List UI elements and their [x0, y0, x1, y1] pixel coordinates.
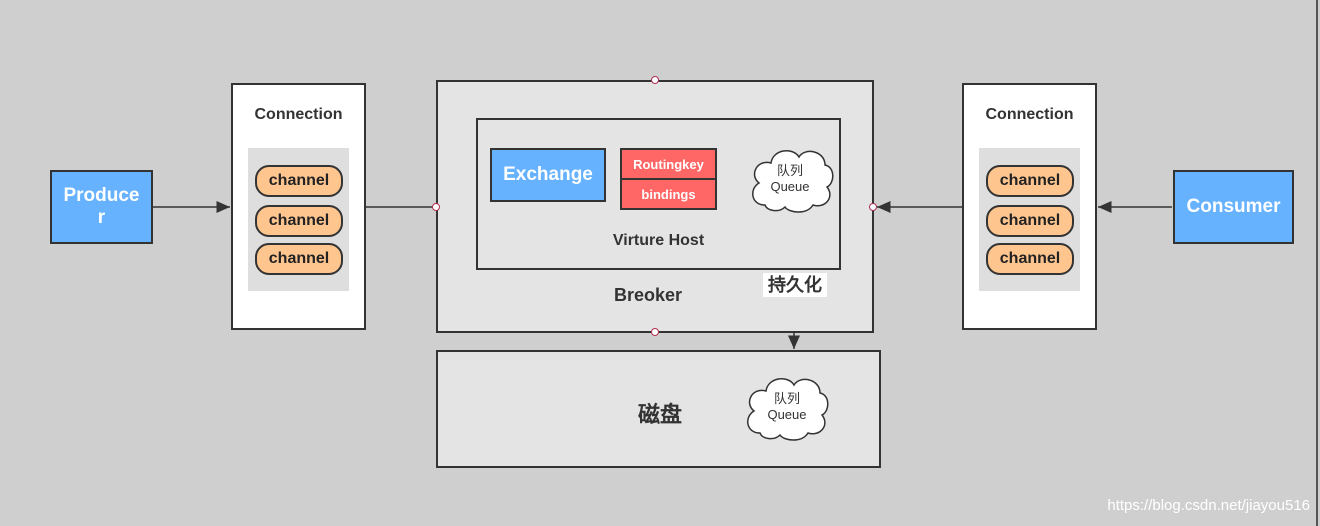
left-channel-3[interactable]: channel	[255, 243, 343, 275]
right-connection-title: Connection	[985, 106, 1074, 123]
virtual-host-label: Virture Host	[612, 232, 705, 249]
broker-queue-line2: Queue	[770, 179, 810, 194]
exchange-box[interactable]: Exchange	[490, 148, 606, 202]
right-channel-1[interactable]: channel	[986, 165, 1074, 197]
right-edge-divider	[1316, 0, 1318, 526]
disk-queue-line2: Queue	[767, 407, 807, 422]
watermark-text: https://blog.csdn.net/jiayou516	[1107, 497, 1310, 514]
broker-label: Breoker	[613, 285, 683, 305]
left-connection-title: Connection	[254, 106, 343, 123]
disk-label: 磁盘	[637, 402, 682, 427]
broker-queue-label: 队列 Queue	[748, 163, 832, 195]
broker-top-dot	[651, 76, 659, 84]
routingkey-box[interactable]: Routingkey	[620, 148, 717, 180]
persist-label: 持久化	[763, 273, 827, 297]
broker-queue-line1: 队列	[776, 163, 803, 178]
disk-queue-line1: 队列	[773, 391, 800, 406]
broker-bottom-dot	[651, 328, 659, 336]
broker-right-dot	[869, 203, 877, 211]
disk-queue-label: 队列 Queue	[745, 391, 829, 423]
consumer-box[interactable]: Consumer	[1173, 170, 1294, 244]
broker-left-dot	[432, 203, 440, 211]
left-channel-2[interactable]: channel	[255, 205, 343, 237]
broker-queue-cloud[interactable]	[745, 143, 837, 215]
left-channel-1[interactable]: channel	[255, 165, 343, 197]
right-channel-3[interactable]: channel	[986, 243, 1074, 275]
disk-queue-cloud[interactable]	[740, 371, 832, 443]
producer-box[interactable]: Produce r	[50, 170, 153, 244]
right-channel-2[interactable]: channel	[986, 205, 1074, 237]
bindings-box[interactable]: bindings	[620, 178, 717, 210]
